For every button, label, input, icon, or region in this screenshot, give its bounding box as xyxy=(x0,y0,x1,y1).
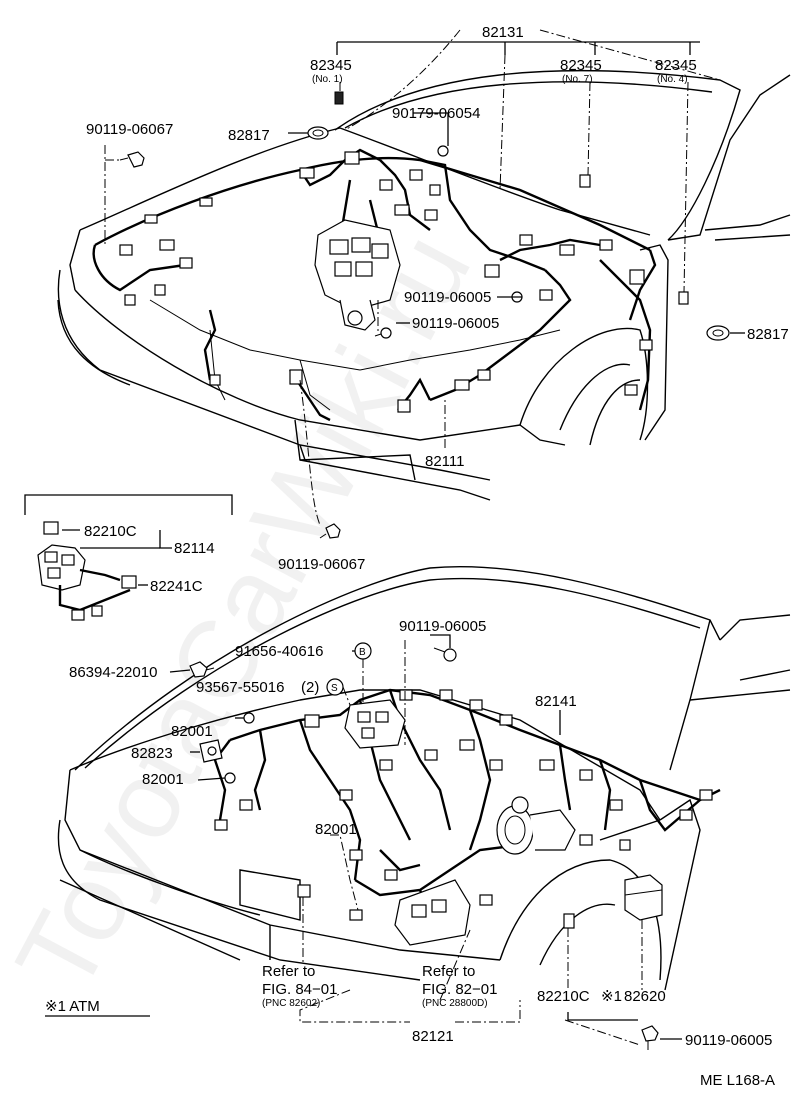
refer-left-line3: (PNC 82602) xyxy=(262,998,320,1009)
atm-note: ※1 ATM xyxy=(45,998,100,1015)
asterisk-ref-label: ※1 xyxy=(601,988,622,1005)
part-86394-22010-label: 86394-22010 xyxy=(69,664,157,681)
upper-labels: 82131 82345 (No. 1) 82345 (No. 7) 82345 … xyxy=(86,24,789,573)
upper-car-body xyxy=(57,69,791,501)
part-82345-no1-note: (No. 1) xyxy=(312,74,343,85)
part-82001-a-label: 82001 xyxy=(171,723,213,740)
lower-components: B S xyxy=(189,642,713,1050)
refer-right-line2: FIG. 82−01 xyxy=(422,981,497,998)
part-82817-left-label: 82817 xyxy=(228,127,270,144)
diagram-id: ME L168-A xyxy=(700,1072,775,1089)
part-82817-right-label: 82817 xyxy=(747,326,789,343)
part-82345-no7-note: (No. 7) xyxy=(562,74,593,85)
part-90119-06067-lower-label: 90119-06067 xyxy=(278,556,365,573)
part-90119-06005-a-label: 90119-06005 xyxy=(404,289,491,306)
part-82823-label: 82823 xyxy=(131,745,173,762)
part-82114-label: 82114 xyxy=(174,540,215,557)
part-82121-label: 82121 xyxy=(412,1028,454,1045)
part-93567-55016-label: 93567-55016 xyxy=(196,679,284,696)
part-82210c-inset-label: 82210C xyxy=(84,523,137,540)
part-82001-b-label: 82001 xyxy=(142,771,184,788)
refer-right-line3: (PNC 28800D) xyxy=(422,998,488,1009)
part-82345-no1-label: 82345 xyxy=(310,57,352,74)
marker-b-label: B xyxy=(359,647,366,658)
part-82131-label: 82131 xyxy=(482,24,524,41)
part-82345-no7-label: 82345 xyxy=(560,57,602,74)
refer-left-line2: FIG. 84−01 xyxy=(262,981,337,998)
part-82210c-lower-label: 82210C xyxy=(537,988,590,1005)
part-90119-06005-b-label: 90119-06005 xyxy=(412,315,499,332)
part-82001-c-label: 82001 xyxy=(315,821,357,838)
part-90119-06005-d-label: 90119-06005 xyxy=(685,1032,772,1049)
part-82141-label: 82141 xyxy=(535,693,577,710)
part-82345-no4-label: 82345 xyxy=(655,57,697,74)
part-82345-no4-note: (No. 4) xyxy=(657,74,688,85)
part-91656-40616-label: 91656-40616 xyxy=(235,643,323,660)
part-82241c-label: 82241C xyxy=(150,578,203,595)
atm-inset: 82210C 82114 82241C xyxy=(24,494,233,621)
part-90119-06067-upper-label: 90119-06067 xyxy=(86,121,173,138)
lower-wiring-harness xyxy=(213,688,721,927)
marker-s-label: S xyxy=(331,683,338,694)
part-93567-qty-label: (2) xyxy=(301,679,319,696)
lower-leader-lines xyxy=(169,634,682,1046)
lower-labels: 90119-06005 91656-40616 86394-22010 9356… xyxy=(69,618,772,1049)
part-90179-06054-label: 90179-06054 xyxy=(392,105,480,122)
footer-notes: ※1 ATM ME L168-A xyxy=(45,998,775,1089)
upper-leader-lines xyxy=(104,29,745,526)
refer-left-line1: Refer to xyxy=(262,963,315,980)
part-90119-06005-c-label: 90119-06005 xyxy=(399,618,486,635)
refer-right-line1: Refer to xyxy=(422,963,475,980)
upper-components xyxy=(119,91,730,539)
part-82620-label: 82620 xyxy=(624,988,666,1005)
part-82111-label: 82111 xyxy=(425,453,465,470)
